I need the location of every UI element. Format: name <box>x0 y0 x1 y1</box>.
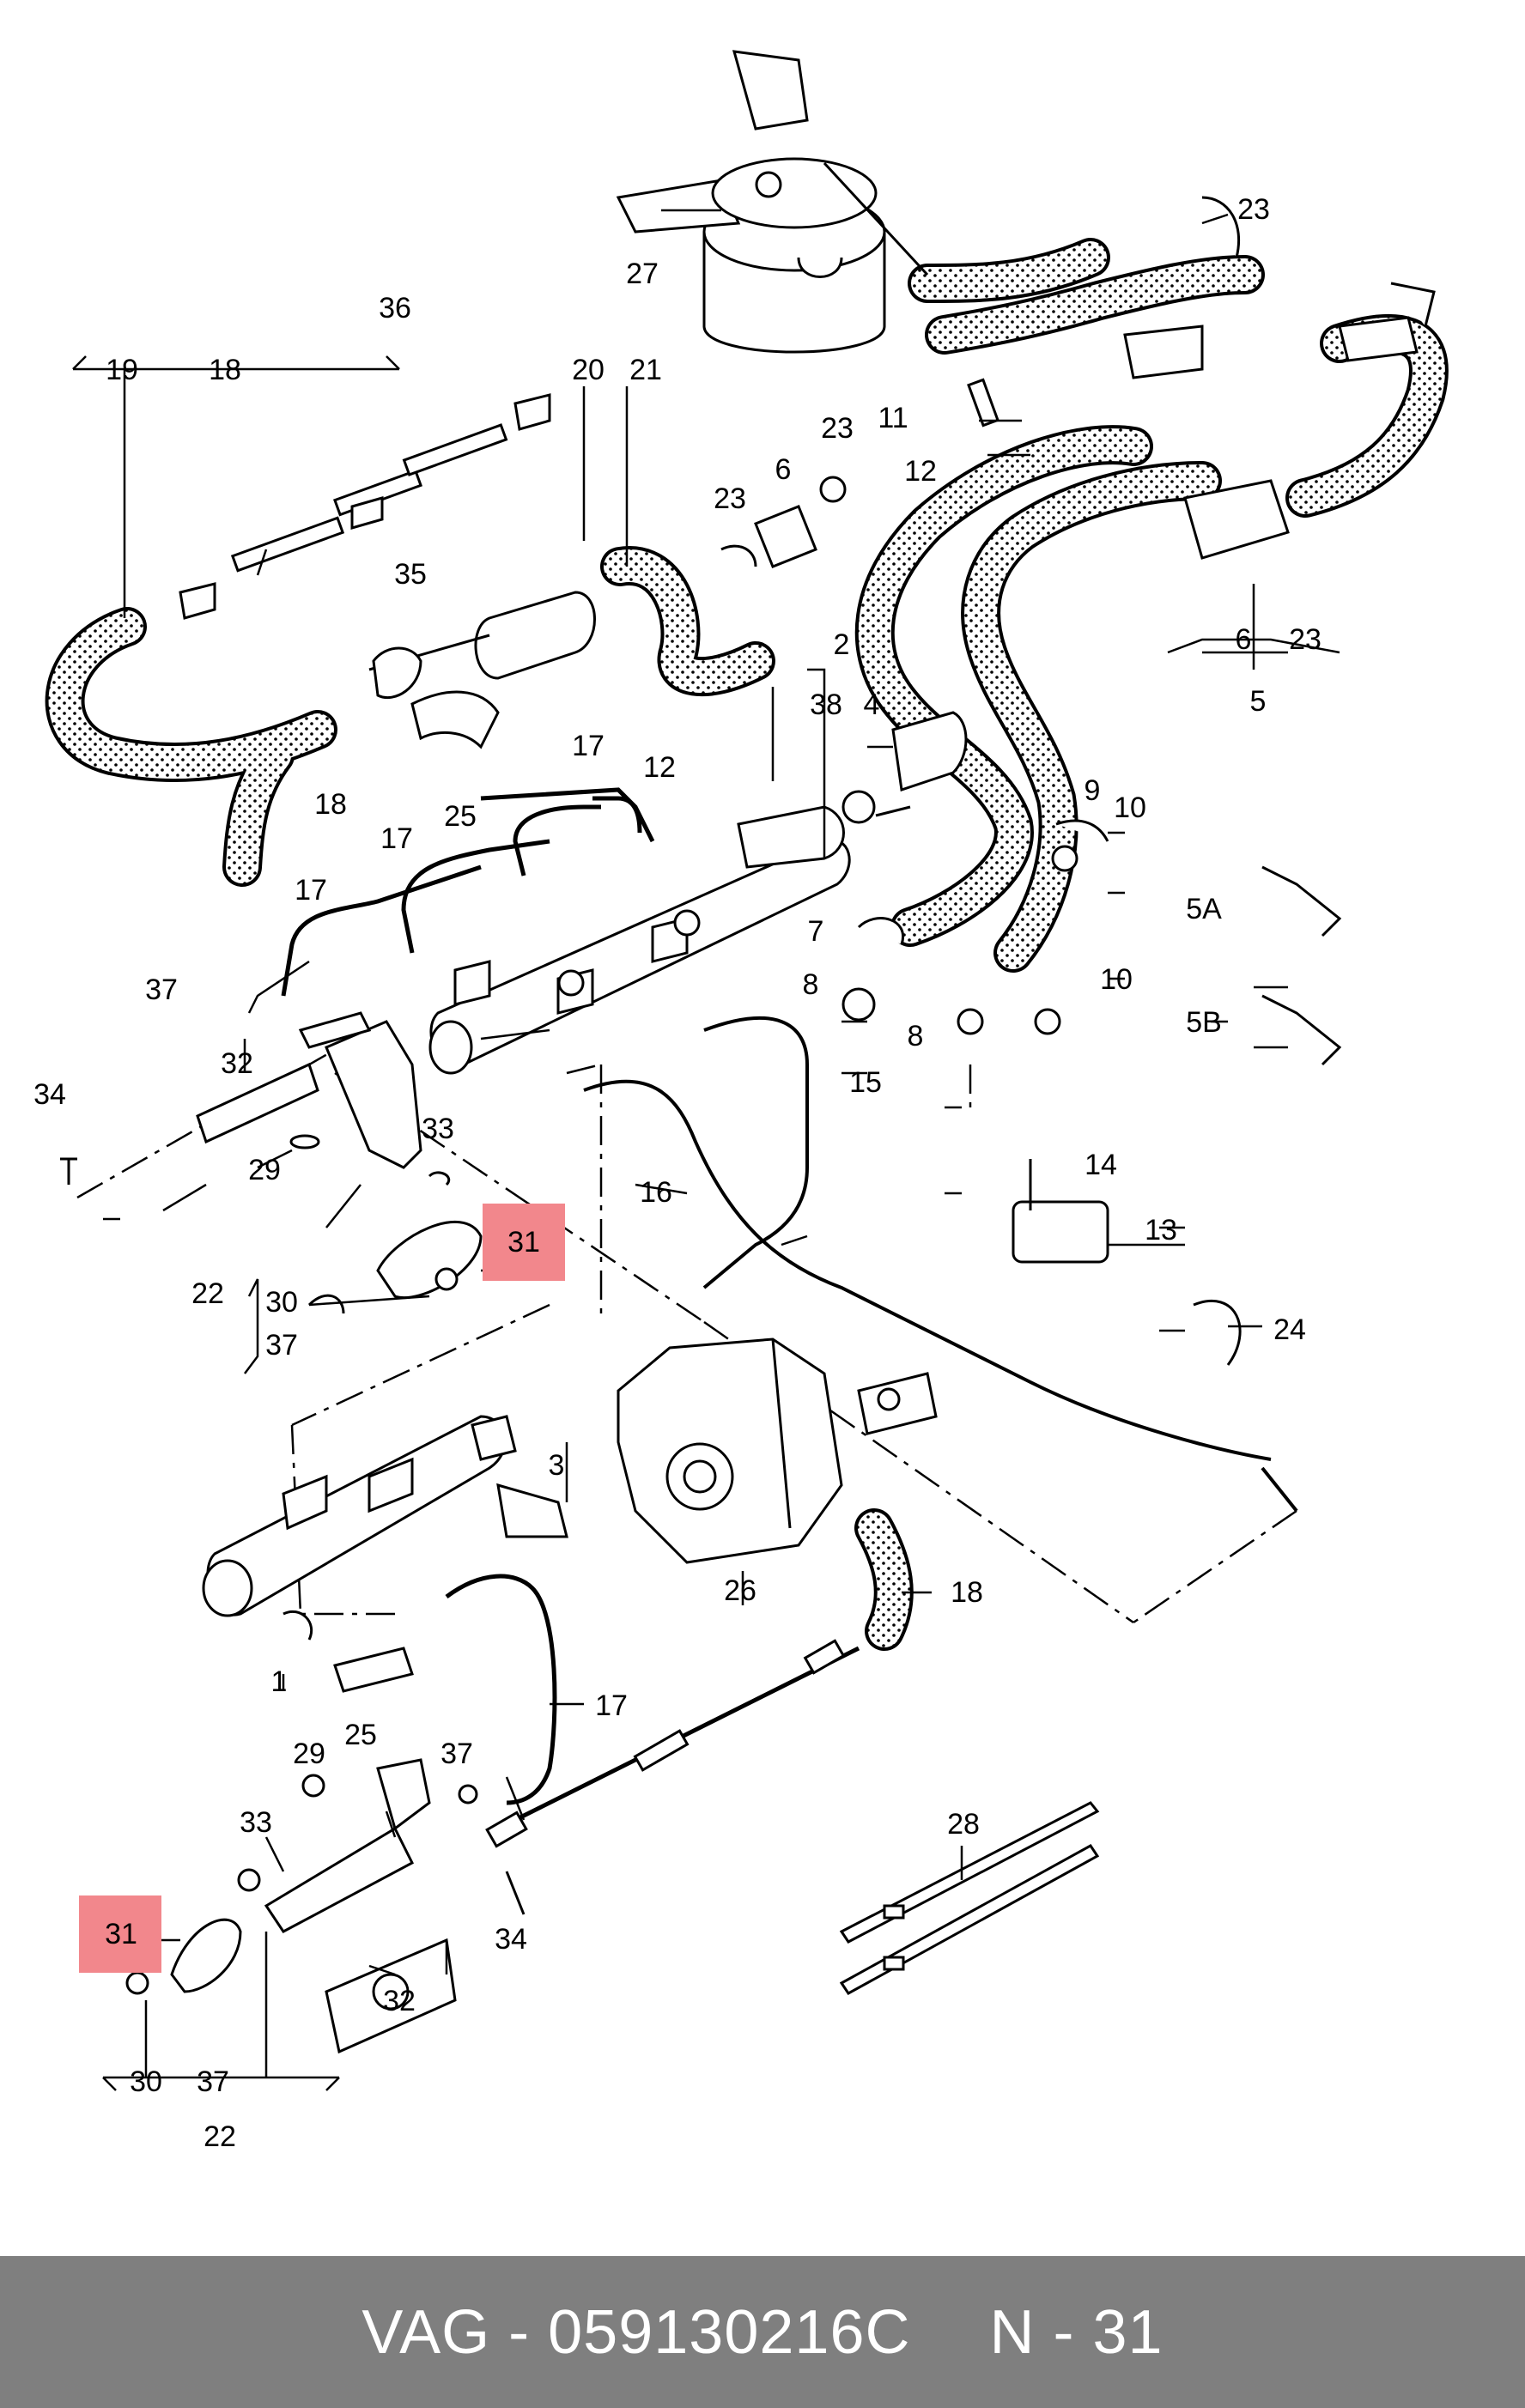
lower-connectors <box>485 1639 846 1848</box>
label-13: 13 <box>1145 1214 1177 1246</box>
label-31: 31 <box>105 1918 137 1950</box>
label-37: 37 <box>440 1738 473 1770</box>
label-29: 29 <box>248 1154 281 1186</box>
label-23: 23 <box>1289 623 1321 656</box>
fuel-cooler <box>1123 282 1436 560</box>
label-3: 3 <box>549 1449 565 1482</box>
small-parts <box>307 196 1342 1366</box>
label-23: 23 <box>714 482 746 515</box>
label-37: 37 <box>145 974 178 1006</box>
inline-filter <box>368 591 596 749</box>
label-25: 25 <box>344 1719 377 1751</box>
label-24: 24 <box>1273 1313 1306 1346</box>
fuel-system-exploded-diagram: 36 19 18 20 21 27 23 11 12 23 6 23 35 6 … <box>33 50 1449 2153</box>
upper-injector <box>60 1011 483 1299</box>
injector-lines <box>281 787 655 997</box>
label-25: 25 <box>444 800 477 833</box>
label-17: 17 <box>380 822 413 855</box>
part-labels: 36 19 18 20 21 27 23 11 12 23 6 23 35 6 … <box>33 193 1321 2153</box>
label-21: 21 <box>629 354 662 386</box>
part-number-text: VAG - 059130216C <box>362 2297 911 2367</box>
label-17: 17 <box>595 1689 628 1722</box>
label-32: 32 <box>221 1047 253 1080</box>
label-11: 11 <box>878 402 908 434</box>
upper-fuel-rail <box>428 711 968 1075</box>
label-6: 6 <box>775 453 792 486</box>
part-number-footer: VAG - 059130216C N - 31 <box>0 2256 1525 2408</box>
label-32: 32 <box>383 1985 416 2017</box>
label-23: 23 <box>1237 193 1270 226</box>
fuel-line-set <box>179 393 551 620</box>
label-18: 18 <box>314 788 347 821</box>
dashed-connectors <box>76 1028 1297 1624</box>
label-12: 12 <box>904 455 937 488</box>
label-30: 30 <box>130 2065 162 2098</box>
label-20: 20 <box>572 354 605 386</box>
label-5A: 5A <box>1186 893 1222 925</box>
lower-injector <box>125 1758 526 2054</box>
label-33: 33 <box>422 1113 454 1145</box>
label-22: 22 <box>191 1277 224 1310</box>
label-16: 16 <box>640 1176 672 1209</box>
label-1: 1 <box>271 1665 288 1698</box>
position-number-text: N - 31 <box>989 2297 1163 2367</box>
label-9: 9 <box>1085 774 1101 807</box>
label-15: 15 <box>849 1066 882 1099</box>
label-33: 33 <box>240 1806 272 1839</box>
cable-ties <box>839 1801 1100 1995</box>
high-pressure-pump <box>617 1337 938 1564</box>
label-4: 4 <box>864 688 880 721</box>
label-34: 34 <box>495 1923 527 1956</box>
label-18: 18 <box>209 354 241 386</box>
label-6: 6 <box>1236 623 1252 656</box>
label-2: 2 <box>834 628 850 661</box>
label-10: 10 <box>1100 963 1133 996</box>
lower-lines <box>445 1574 860 1823</box>
label-22: 22 <box>204 2120 236 2153</box>
label-5B: 5B <box>1186 1006 1222 1039</box>
label-37: 37 <box>197 2065 229 2098</box>
label-26: 26 <box>724 1574 756 1607</box>
label-23: 23 <box>821 412 854 445</box>
label-5: 5 <box>1250 685 1267 718</box>
label-27: 27 <box>626 258 659 290</box>
label-14: 14 <box>1085 1149 1117 1181</box>
label-29: 29 <box>293 1738 325 1770</box>
highlight-31-lower <box>79 1895 161 1973</box>
label-7: 7 <box>808 915 824 948</box>
label-28: 28 <box>947 1808 980 1841</box>
label-8: 8 <box>803 968 819 1001</box>
fuel-filter <box>616 50 929 354</box>
label-37: 37 <box>265 1329 298 1362</box>
lower-fuel-rail <box>202 1415 568 1693</box>
label-30: 30 <box>265 1286 298 1319</box>
label-8: 8 <box>908 1020 924 1052</box>
label-17: 17 <box>295 874 327 907</box>
label-31: 31 <box>507 1226 540 1259</box>
label-17: 17 <box>572 730 605 762</box>
label-34: 34 <box>33 1078 66 1111</box>
label-36: 36 <box>379 292 411 325</box>
label-18: 18 <box>951 1576 983 1609</box>
label-35: 35 <box>394 558 427 591</box>
label-12: 12 <box>643 751 676 784</box>
label-10: 10 <box>1114 792 1146 824</box>
label-38: 38 <box>810 688 842 721</box>
label-19: 19 <box>106 354 138 386</box>
highlight-31-upper <box>483 1204 565 1281</box>
return-lines <box>583 1016 1298 1513</box>
